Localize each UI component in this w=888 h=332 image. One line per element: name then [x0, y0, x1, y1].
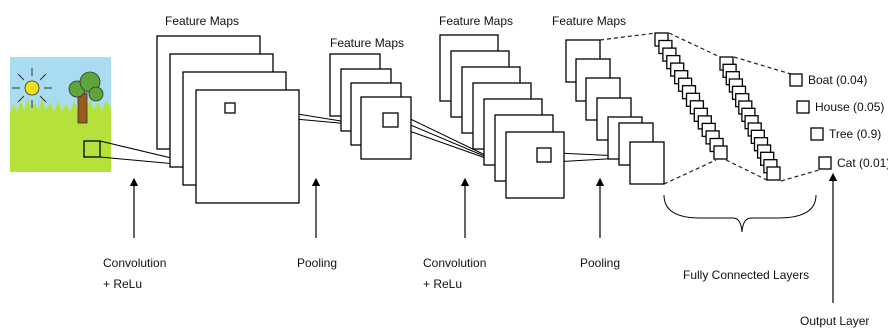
output-label-cat: Cat (0.01)	[837, 156, 888, 170]
label-convolution-1: Convolution	[103, 256, 166, 270]
output-label-tree: Tree (0.9)	[829, 127, 881, 141]
feature-maps-label-4: Feature Maps	[552, 14, 626, 28]
label-relu-1: + ReLu	[103, 277, 142, 291]
tree-icon	[68, 71, 104, 124]
fc-layer-2	[719, 56, 781, 181]
output-node-house	[796, 100, 810, 114]
fc-brace	[663, 194, 817, 233]
sun-icon	[12, 68, 52, 108]
output-nodes: Boat (0.04) House (0.05) Tree (0.9) Cat …	[789, 73, 888, 170]
feature-maps-label-1: Feature Maps	[165, 14, 239, 28]
output-label-house: House (0.05)	[815, 100, 884, 114]
image-grass	[10, 98, 111, 172]
output-label-boat: Boat (0.04)	[808, 73, 867, 87]
label-output-layer: Output Layer	[800, 314, 869, 328]
fc-layer-1	[654, 32, 728, 160]
output-node-tree	[810, 127, 824, 141]
feature-maps-label-2: Feature Maps	[330, 36, 404, 50]
output-node-boat	[789, 73, 803, 87]
fc1-neuron	[713, 145, 728, 160]
label-relu-2: + ReLu	[423, 277, 462, 291]
feature-maps-stack-1	[156, 35, 300, 204]
label-fully-connected: Fully Connected Layers	[683, 268, 809, 282]
input-receptive-field	[83, 140, 101, 158]
stage-arrows	[129, 172, 838, 303]
label-pooling-2: Pooling	[580, 256, 620, 270]
feature-maps-stack-4	[565, 39, 665, 185]
feature-maps-stack-2	[329, 53, 412, 160]
label-convolution-2: Convolution	[423, 256, 486, 270]
output-node-cat	[818, 156, 832, 170]
input-image	[10, 57, 111, 172]
fc-dashed-connections	[599, 32, 820, 185]
feature-maps-label-3: Feature Maps	[439, 14, 513, 28]
label-pooling-1: Pooling	[297, 256, 337, 270]
fc2-neuron	[766, 166, 781, 181]
feature-maps-stack-3	[439, 34, 565, 199]
